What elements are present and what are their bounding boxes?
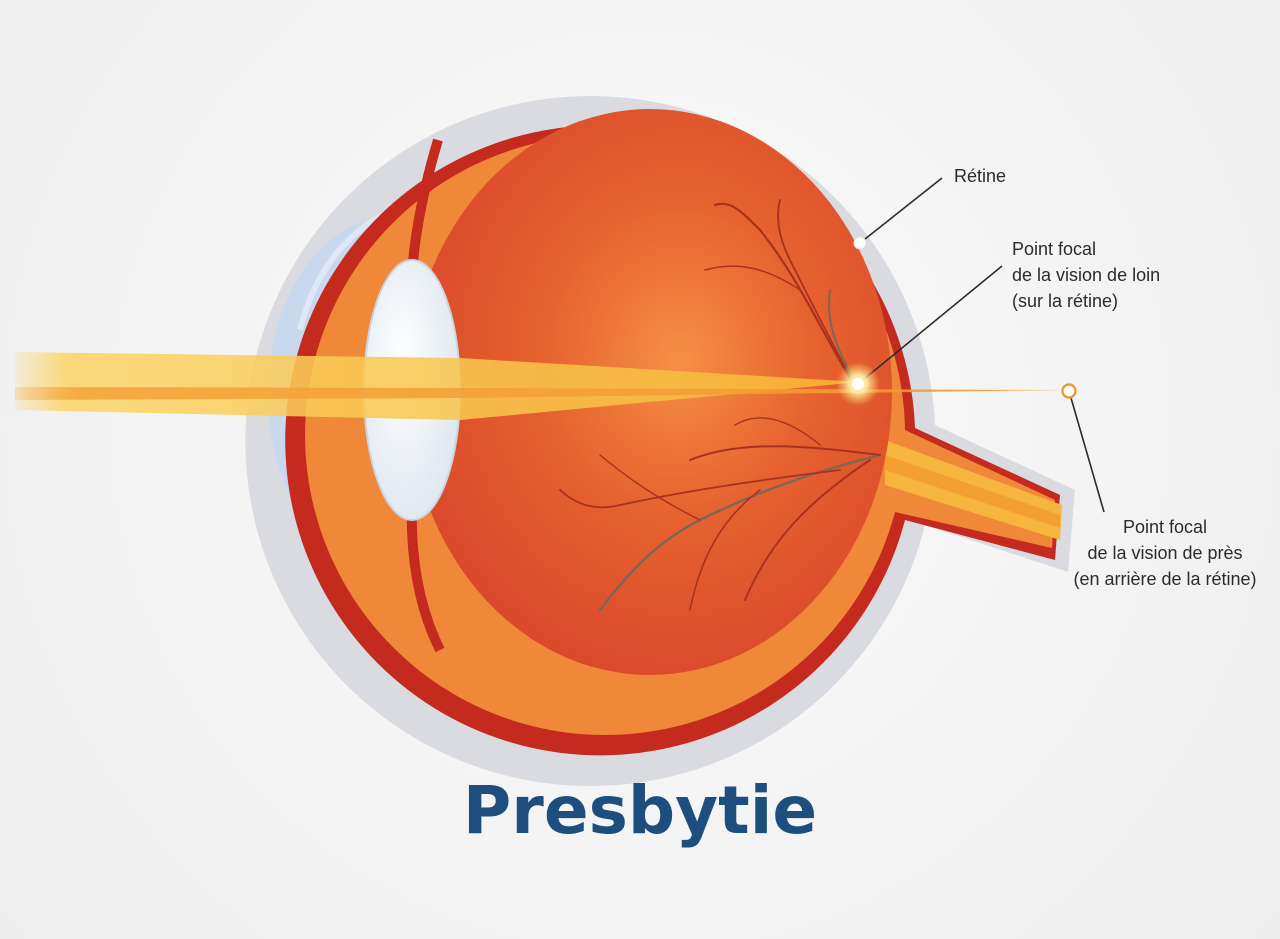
retina-label-text: Rétine [954,166,1007,186]
near-focal-label-line1: Point focal [1122,517,1208,537]
diagram-title: Presbytie [462,772,818,849]
markers [836,236,1077,406]
near-focal-label: Point focal de la vision de près (en arr… [1060,514,1270,592]
far-focal-marker [850,376,866,392]
retina-leader-line [859,177,943,244]
near-focal-marker [1061,383,1077,399]
far-focal-label: Point focal de la vision de loin (sur la… [1012,236,1160,314]
leader-lines [857,177,1105,513]
blood-vessels [559,199,882,612]
optic-nerve [885,440,1062,540]
far-focal-leader-line [857,265,1003,385]
near-focal-label-line2: de la vision de près [1087,543,1243,563]
near-focal-label-line3: (en arrière de la rétine) [1073,569,1257,589]
light-beam [15,352,1068,420]
near-focal-leader-line [1068,390,1105,513]
far-focal-label-line2: de la vision de loin [1012,265,1161,285]
retina-marker [853,236,867,250]
far-focal-label-line3: (sur la rétine) [1012,291,1119,311]
retina-label: Rétine [954,163,1006,189]
far-focal-label-line1: Point focal [1012,239,1097,259]
